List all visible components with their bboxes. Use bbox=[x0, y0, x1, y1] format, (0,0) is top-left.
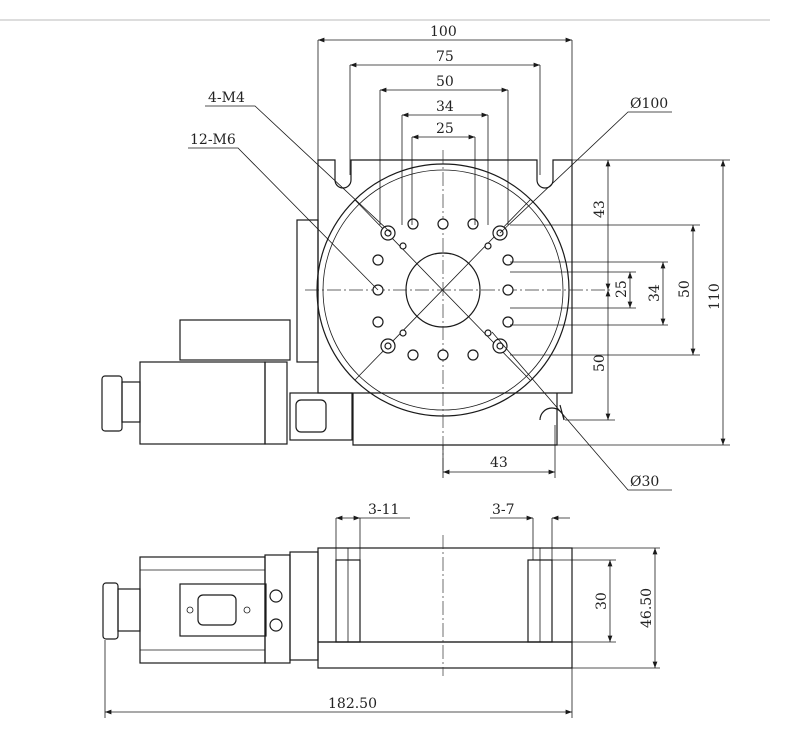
dim-100: 100 bbox=[430, 24, 457, 40]
motor-top bbox=[101, 219, 353, 445]
dim-30: 30 bbox=[594, 592, 610, 610]
side-view: 3-11 3-7 30 46.50 182.50 bbox=[102, 502, 660, 718]
dim-50-lower: 50 bbox=[592, 354, 608, 372]
dim-50: 50 bbox=[436, 74, 454, 90]
dim-46-50: 46.50 bbox=[639, 588, 655, 628]
top-view: 100 75 50 34 25 43 25 34 50 110 50 43 bbox=[101, 24, 730, 491]
motor-side bbox=[102, 551, 319, 664]
callout-dia100: Ø100 bbox=[630, 96, 668, 112]
dim-25: 25 bbox=[436, 121, 454, 137]
dim-43-bottom: 43 bbox=[490, 455, 508, 471]
callout-12-m6: 12-M6 bbox=[190, 132, 236, 148]
callout-dia30: Ø30 bbox=[630, 474, 659, 490]
callout-3-7: 3-7 bbox=[492, 502, 515, 518]
dim-43-vertical: 43 bbox=[592, 200, 608, 218]
side-body bbox=[317, 547, 573, 643]
dim-34-vertical: 34 bbox=[647, 284, 663, 302]
base-lower bbox=[352, 393, 558, 446]
dim-34: 34 bbox=[436, 99, 454, 115]
dim-110-vertical: 110 bbox=[707, 283, 723, 310]
dim-75: 75 bbox=[436, 49, 454, 65]
dim-25-vertical: 25 bbox=[614, 280, 630, 298]
dim-50-vertical: 50 bbox=[677, 280, 693, 298]
dim-182-50: 182.50 bbox=[328, 696, 377, 712]
callout-3-11: 3-11 bbox=[368, 502, 399, 518]
side-base bbox=[317, 641, 573, 669]
callout-4-m4: 4-M4 bbox=[208, 90, 245, 106]
base-plate bbox=[317, 159, 573, 394]
